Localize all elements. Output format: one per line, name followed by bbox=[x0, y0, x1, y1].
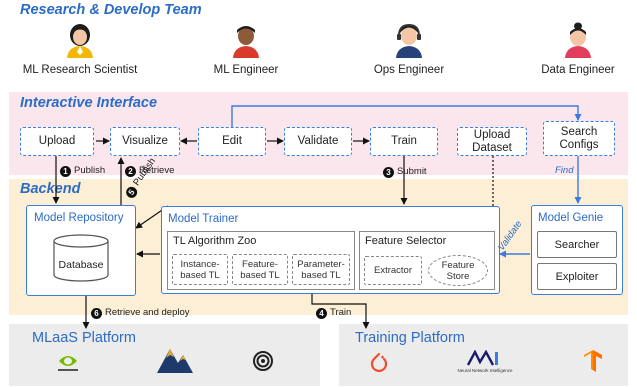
role-data-engineer: Data Engineer bbox=[513, 22, 637, 76]
visualize-button[interactable]: Visualize bbox=[110, 127, 180, 156]
searcher-item: Searcher bbox=[537, 231, 617, 258]
role-ops-engineer: Ops Engineer bbox=[344, 22, 474, 76]
train-button[interactable]: Train bbox=[370, 127, 438, 156]
interface-section-title: Interactive Interface bbox=[20, 95, 158, 111]
seldon-logo-icon bbox=[253, 351, 273, 371]
team-section-title: Research & Develop Team bbox=[20, 2, 202, 18]
tensorflow-logo-icon bbox=[584, 350, 602, 372]
step-badge: 1 bbox=[60, 166, 71, 177]
model-repository-title: Model Repository bbox=[34, 212, 124, 224]
backend-section-title: Backend bbox=[20, 181, 81, 197]
model-genie-title: Model Genie bbox=[538, 212, 604, 224]
find-label: Find bbox=[555, 165, 574, 176]
role-label: ML Research Scientist bbox=[22, 64, 138, 76]
role-label: Ops Engineer bbox=[373, 64, 445, 76]
parameter-tl-item: Parameter-based TL bbox=[292, 254, 350, 285]
role-ml-research-scientist: ML Research Scientist bbox=[15, 22, 145, 76]
search-configs-button[interactable]: Search Configs bbox=[543, 121, 615, 156]
publish-1-text: Publish bbox=[74, 165, 106, 176]
scientist-avatar-icon bbox=[67, 24, 93, 58]
engineer-avatar-icon bbox=[233, 26, 259, 58]
training-platform-title: Training Platform bbox=[355, 330, 465, 346]
ops-avatar-icon bbox=[396, 23, 422, 58]
pytorch-logo-icon bbox=[370, 352, 388, 372]
exploiter-item: Exploiter bbox=[537, 263, 617, 290]
model-trainer-title: Model Trainer bbox=[168, 213, 239, 225]
extractor-item: Extractor bbox=[364, 256, 422, 285]
instance-tl-item: Instance-based TL bbox=[172, 254, 228, 285]
mountain-logo-icon bbox=[157, 349, 193, 373]
edit-button[interactable]: Edit bbox=[198, 127, 266, 156]
mlaas-platform-title: MLaaS Platform bbox=[32, 330, 136, 346]
step-badge: 2 bbox=[125, 166, 136, 177]
database-label: Database bbox=[58, 259, 104, 271]
step-badge: 3 bbox=[383, 167, 394, 178]
step-badge: 6 bbox=[91, 308, 102, 319]
nni-logo-icon bbox=[466, 350, 498, 366]
mlaas-platform-band bbox=[9, 324, 320, 386]
submit-3-text: Submit bbox=[397, 166, 427, 177]
nni-logo-caption: Neural Network Intelligence bbox=[457, 368, 513, 373]
role-ml-engineer: ML Engineer bbox=[181, 22, 311, 76]
upload-button[interactable]: Upload bbox=[20, 127, 94, 156]
upload-dataset-button[interactable]: Upload Dataset bbox=[457, 127, 527, 156]
feature-tl-item: Feature-based TL bbox=[232, 254, 288, 285]
feature-selector-title: Feature Selector bbox=[365, 235, 447, 247]
train-4-text: Train bbox=[330, 307, 352, 318]
retrieve-deploy-6-text: Retrieve and deploy bbox=[105, 307, 190, 318]
validate-button[interactable]: Validate bbox=[284, 127, 352, 156]
nvidia-triton-logo-icon bbox=[58, 356, 78, 371]
database-icon bbox=[53, 234, 109, 282]
step-badge: 4 bbox=[316, 308, 327, 319]
role-label: Data Engineer bbox=[541, 64, 615, 76]
feature-store-item: Feature Store bbox=[428, 255, 488, 286]
data-engineer-avatar-icon bbox=[565, 22, 591, 58]
retrieve-2-text: Retrieve bbox=[139, 165, 175, 176]
tl-algorithm-zoo-title: TL Algorithm Zoo bbox=[173, 235, 257, 247]
role-label: ML Engineer bbox=[213, 64, 279, 76]
